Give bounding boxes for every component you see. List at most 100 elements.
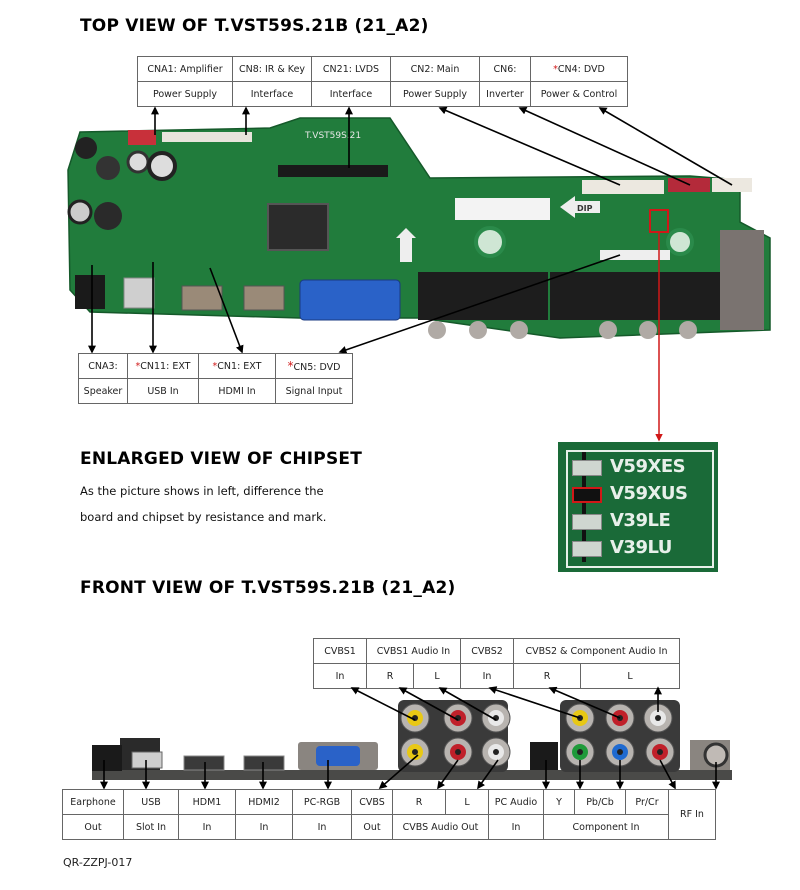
label-cvbs-audio-out: CVBS Audio Out xyxy=(392,814,489,840)
label-hdmi2-in: In xyxy=(235,814,293,840)
rca-jack-pin xyxy=(412,715,418,721)
label-pc-rgb: PC-RGB xyxy=(292,789,352,815)
label-cvbs2: CVBS2 xyxy=(460,638,514,664)
label-cna3-desc: Speaker xyxy=(78,378,128,404)
vga-dsub xyxy=(316,746,360,766)
label-cvbs-audio-r: R xyxy=(392,789,446,815)
arrow-cvbs-audio-l xyxy=(477,759,499,790)
label-pc-rgb-in: In xyxy=(292,814,352,840)
arrow-cn2 xyxy=(438,106,621,186)
chipset-variant-row: V59XES xyxy=(570,456,710,480)
label-cn4-desc: Power & Control xyxy=(530,81,628,107)
chipset-silkscreen-frame xyxy=(566,450,714,568)
label-usb: USB xyxy=(123,789,179,815)
label-cvbs-out-desc: Out xyxy=(351,814,393,840)
arrow-cvbs1-r xyxy=(398,687,459,721)
heatsink xyxy=(666,228,694,256)
capacitor xyxy=(75,137,97,159)
label-cvbs1-audio-r: R xyxy=(366,663,414,689)
label-cna1-desc: Power Supply xyxy=(137,81,233,107)
label-usb-in: Slot In xyxy=(123,814,179,840)
label-cn21-desc: Interface xyxy=(311,81,391,107)
label-cvbs1-audio: CVBS1 Audio In xyxy=(366,638,461,664)
label-cn1: *CN1: EXT xyxy=(198,353,276,379)
label-pr: Pr/Cr xyxy=(625,789,669,815)
top-view-title: TOP VIEW OF T.VST59S.21B (21_A2) xyxy=(80,16,429,36)
arrow-pr xyxy=(659,759,676,790)
label-cn8: CN8: IR & Key xyxy=(232,56,312,82)
silkscreen-label: T.VST59S.21 xyxy=(304,131,361,141)
label-cn4: *CN4: DVD xyxy=(530,56,628,82)
label-y: Y xyxy=(543,789,575,815)
arrow-cn6 xyxy=(518,106,691,186)
front-view-callout-arrows xyxy=(100,686,720,790)
arrow-cvbs-out xyxy=(378,754,419,790)
label-cn5-desc: Signal Input xyxy=(275,378,353,404)
arrow-cvbs2-r xyxy=(548,686,621,719)
resistor-pad xyxy=(572,460,602,476)
arrow-cvbs2-in xyxy=(488,686,581,719)
rca-jack-pin xyxy=(617,749,623,755)
front-view-top-labels: CVBS1 CVBS1 Audio In CVBS2 CVBS2 & Compo… xyxy=(313,638,680,689)
label-cvbs2-in: In xyxy=(460,663,514,689)
dip-arrow xyxy=(560,196,600,218)
top-view-bottom-labels: CNA3: *CN11: EXT *CN1: EXT *CN5: DVD Spe… xyxy=(78,353,353,404)
cn5-connector xyxy=(600,250,670,260)
label-pb: Pb/Cb xyxy=(574,789,626,815)
speaker-jack xyxy=(75,275,105,309)
arrow-cvbs-audio-r xyxy=(437,759,459,790)
rf-tuner xyxy=(720,230,764,330)
usb-port xyxy=(123,277,155,309)
resistor-pad xyxy=(572,487,602,503)
label-cn1-desc: HDMI In xyxy=(198,378,276,404)
cn21-lvds-header xyxy=(278,165,388,177)
label-cvbs-audio-l: L xyxy=(445,789,489,815)
chipset-variant-row: V39LE xyxy=(570,510,710,534)
pc-audio-jack xyxy=(530,742,558,770)
hdmi2-port-front xyxy=(243,755,285,771)
top-view-top-labels: CNA1: Amplifier CN8: IR & Key CN21: LVDS… xyxy=(137,56,628,107)
earphone-jack-front xyxy=(92,745,122,771)
usb-port-front xyxy=(131,751,163,769)
label-cn2-desc: Power Supply xyxy=(390,81,480,107)
label-cvbs-out: CVBS xyxy=(351,789,393,815)
label-cvbs1-in: In xyxy=(313,663,367,689)
arrow-cn5 xyxy=(338,254,621,354)
rca-jack-pin xyxy=(493,749,499,755)
heatsink xyxy=(474,226,506,258)
label-cn21: CN21: LVDS xyxy=(311,56,391,82)
chipset-variant-label: V59XUS xyxy=(610,483,688,504)
label-cn6: CN6: xyxy=(479,56,531,82)
label-cn11: *CN11: EXT xyxy=(127,353,199,379)
arrow-cn1 xyxy=(209,267,244,354)
dip-mark: DIP xyxy=(577,204,593,213)
rca-jack-pin xyxy=(657,749,663,755)
chipset-title: ENLARGED VIEW OF CHIPSET xyxy=(80,449,363,469)
label-cn2: CN2: Main xyxy=(390,56,480,82)
label-cn8-desc: Interface xyxy=(232,81,312,107)
rca-jack-pin xyxy=(455,749,461,755)
label-pc-audio-in: In xyxy=(488,814,544,840)
label-rf-in: RF In xyxy=(668,789,716,840)
rca-block-right xyxy=(550,272,720,320)
chipset-variant-label: V59XES xyxy=(610,456,686,477)
arrow-cvbs1-l xyxy=(438,687,497,721)
chipset-description: As the picture shows in left, difference… xyxy=(80,484,327,524)
pcb-front-edge xyxy=(92,770,732,780)
required-marker: * xyxy=(553,63,558,75)
arrow-cvbs1-in xyxy=(350,687,416,721)
rca-jack-pin xyxy=(655,715,661,721)
capacitor xyxy=(67,199,93,225)
chipset-trace xyxy=(582,452,586,562)
barcode-label xyxy=(455,198,550,220)
rca-jack-pin xyxy=(577,749,583,755)
main-chip xyxy=(267,203,329,251)
rca-tips xyxy=(428,321,697,339)
cna1-connector xyxy=(128,130,156,145)
vga-port xyxy=(299,279,401,321)
label-pc-audio: PC Audio xyxy=(488,789,544,815)
arrow-cn4 xyxy=(598,107,733,186)
capacitor xyxy=(94,202,122,230)
label-hdmi1-in: In xyxy=(178,814,236,840)
